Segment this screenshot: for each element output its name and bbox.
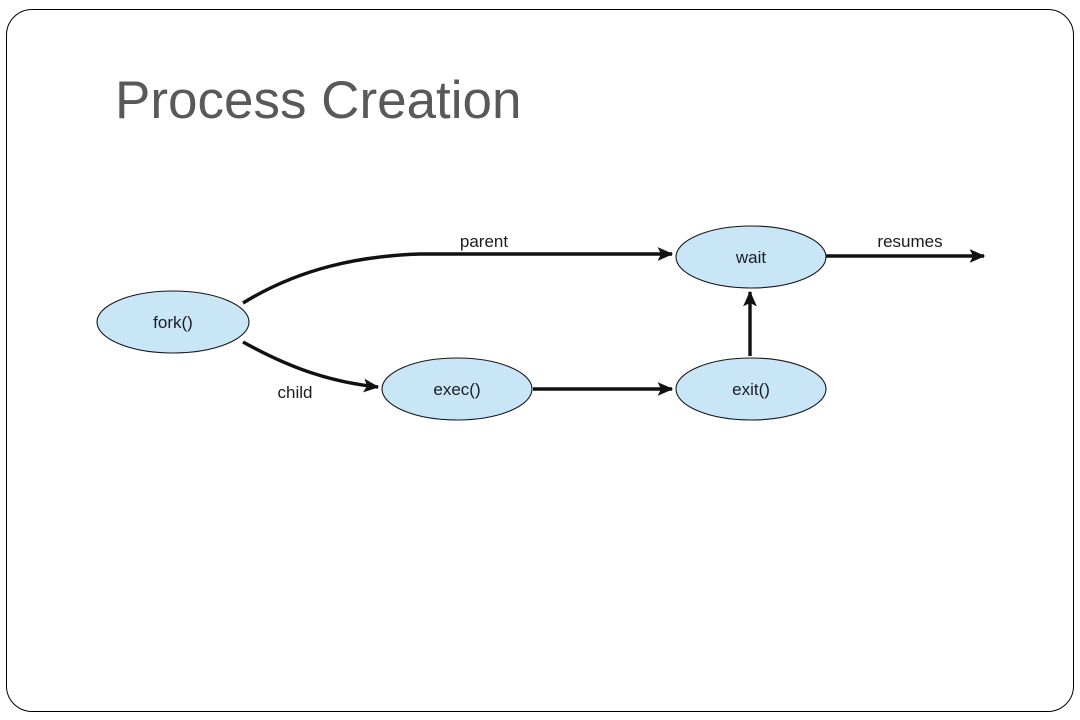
node-fork-label: fork() xyxy=(153,313,193,332)
node-exit[interactable]: exit() xyxy=(675,357,827,421)
edge-fork-parent-wait-line xyxy=(242,247,674,305)
node-wait[interactable]: wait xyxy=(675,225,827,289)
edge-wait-resumes: resumes xyxy=(826,232,986,263)
node-exit-ellipse[interactable] xyxy=(675,357,827,421)
edge-fork-parent-wait: parent xyxy=(242,232,674,305)
edge-fork-child-exec-line xyxy=(242,340,380,393)
node-fork[interactable]: fork() xyxy=(96,290,250,354)
edge-label-parent: parent xyxy=(460,232,508,251)
node-wait-ellipse[interactable] xyxy=(675,225,827,289)
node-exec[interactable]: exec() xyxy=(381,357,533,421)
node-exec-ellipse[interactable] xyxy=(381,357,533,421)
node-wait-label: wait xyxy=(735,248,767,267)
node-exec-label: exec() xyxy=(433,380,480,399)
edge-label-child: child xyxy=(278,383,313,402)
node-exit-label: exit() xyxy=(732,380,770,399)
node-fork-ellipse[interactable] xyxy=(96,290,250,354)
page-title: Process Creation xyxy=(115,71,522,130)
edge-fork-child-exec: child xyxy=(242,340,380,402)
edge-label-resumes: resumes xyxy=(877,232,942,251)
